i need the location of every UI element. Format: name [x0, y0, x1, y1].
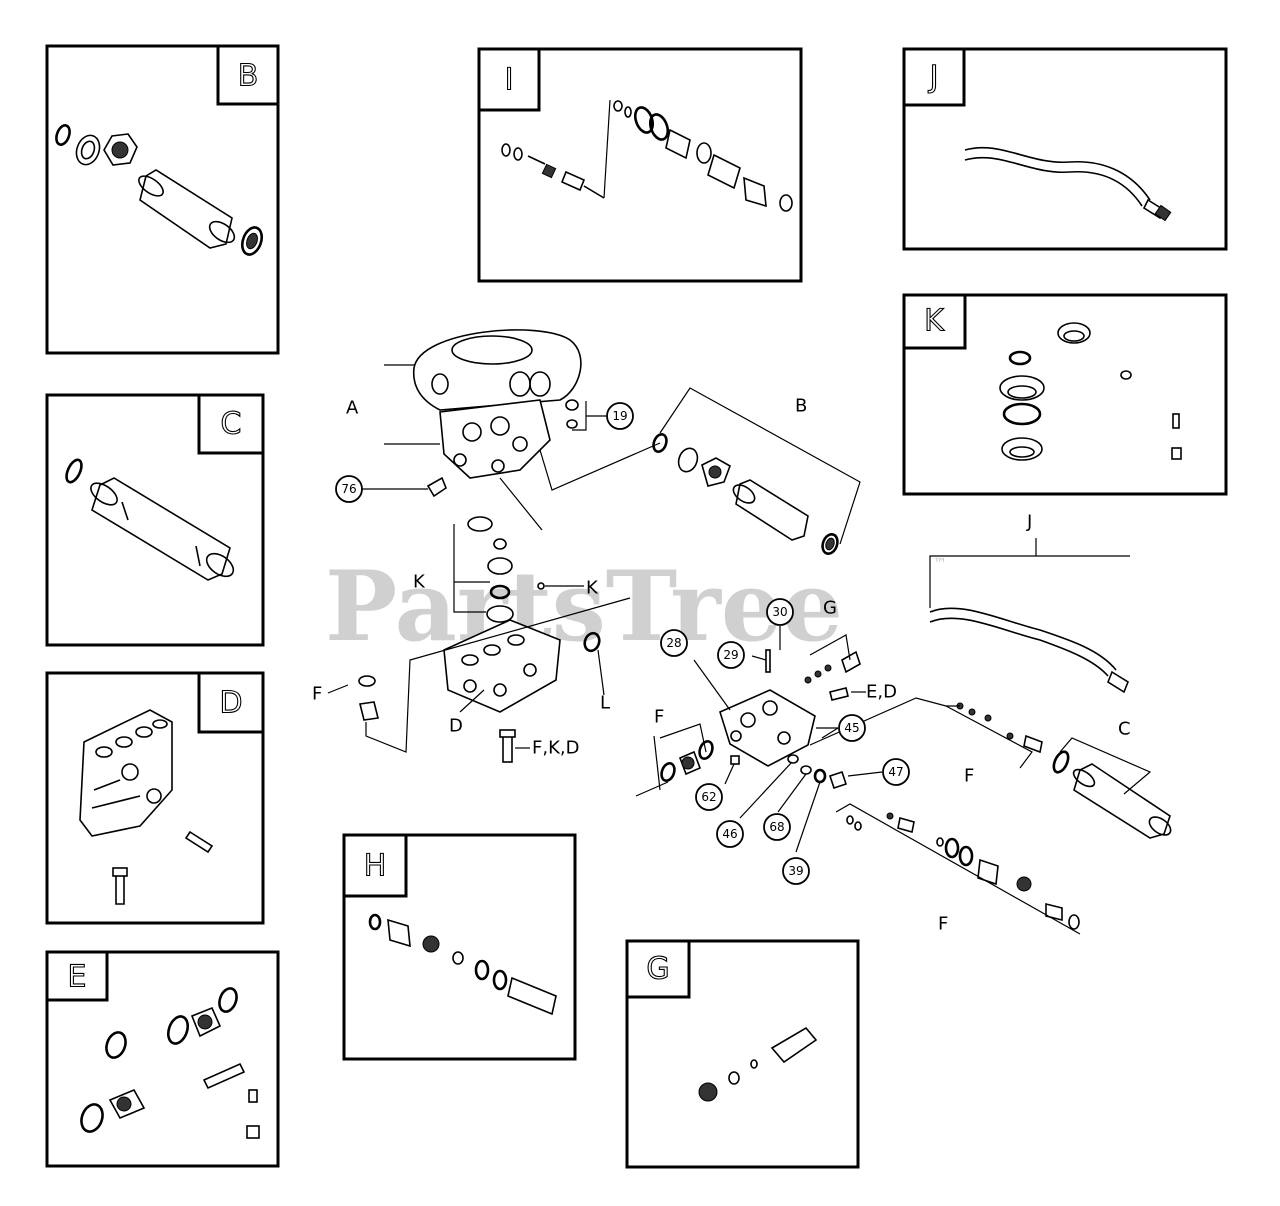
callout-76[interactable]: 76: [335, 475, 363, 503]
label-d: D: [449, 716, 463, 737]
callout-19-text: 19: [612, 409, 627, 423]
manifold-assembly: [660, 607, 1172, 930]
callout-68[interactable]: 68: [763, 813, 791, 841]
label-f-lower: F: [938, 914, 948, 935]
detail-panel-h[interactable]: H: [342, 833, 577, 1061]
panel-h-tab-letter: H: [364, 849, 387, 884]
label-f-manifold: F: [654, 707, 664, 728]
label-k-left: K: [413, 572, 426, 593]
callout-47-text: 47: [888, 765, 903, 779]
detail-panel-j[interactable]: J: [902, 47, 1228, 251]
callout-45-text: 45: [844, 721, 859, 735]
panel-d-manifold: [79, 709, 214, 905]
detail-panel-i[interactable]: I: [477, 47, 803, 283]
panel-b-tab-letter: B: [238, 59, 259, 94]
panel-e-tab-letter: E: [68, 960, 87, 995]
panel-i-tab-letter: I: [505, 63, 514, 98]
label-j: J: [1026, 512, 1032, 533]
panel-k-tab-letter: K: [924, 304, 945, 339]
label-f-upper: F: [964, 766, 974, 787]
callouts: 19 76 30 29 28 45 47 62: [335, 402, 910, 885]
callout-76-text: 76: [341, 482, 356, 496]
panel-i-parts: [501, 99, 793, 212]
callout-39-text: 39: [788, 864, 803, 878]
callout-29-text: 29: [723, 648, 738, 662]
panel-j-hose: [964, 146, 1172, 222]
panel-g-parts: [698, 1026, 818, 1102]
label-b: B: [795, 396, 807, 417]
callout-28-text: 28: [666, 636, 681, 650]
label-f-k-d: F,K,D: [532, 738, 579, 759]
label-l: L: [600, 693, 610, 714]
callout-30[interactable]: 30: [766, 598, 794, 626]
callout-62[interactable]: 62: [695, 783, 723, 811]
callout-45[interactable]: 45: [838, 714, 866, 742]
panel-j-tab-letter: J: [928, 60, 939, 95]
label-k-right: K: [586, 578, 599, 599]
panel-h-parts: [368, 913, 557, 1016]
panel-c-parts: [65, 458, 235, 581]
label-a: A: [346, 398, 359, 419]
panel-d-tab-letter: D: [219, 686, 242, 721]
callout-46-text: 46: [722, 827, 737, 841]
detail-panel-e[interactable]: E: [45, 950, 280, 1168]
label-f-left: F: [312, 684, 322, 705]
callout-30-text: 30: [772, 605, 787, 619]
callout-47[interactable]: 47: [882, 758, 910, 786]
watermark: PartsTree ™: [325, 550, 947, 663]
callout-46[interactable]: 46: [716, 820, 744, 848]
label-c: C: [1118, 719, 1131, 740]
label-g: G: [823, 598, 837, 619]
letter-labels: A B J C G K K E,D F F F F D L F,K,D: [312, 396, 1131, 935]
callout-28[interactable]: 28: [660, 629, 688, 657]
callout-68-text: 68: [769, 820, 784, 834]
callout-62-text: 62: [701, 790, 716, 804]
panel-c-tab-letter: C: [221, 407, 242, 442]
detail-panel-g[interactable]: G: [625, 939, 860, 1169]
panel-b-parts: [55, 124, 264, 256]
pump-assembly: [358, 329, 601, 763]
panel-k-parts: [999, 322, 1182, 461]
callout-29[interactable]: 29: [717, 641, 745, 669]
watermark-trademark: ™: [933, 556, 947, 572]
callout-19[interactable]: 19: [606, 402, 634, 430]
leader-lines: [327, 364, 1152, 935]
detail-panel-b[interactable]: B: [45, 44, 280, 355]
detail-panel-c[interactable]: C: [45, 393, 265, 647]
callout-39[interactable]: 39: [782, 857, 810, 885]
label-e-d: E,D: [866, 682, 897, 703]
panel-g-tab-letter: G: [646, 952, 669, 987]
detail-panel-k[interactable]: K: [902, 293, 1228, 496]
b-assembly-parts: [652, 432, 839, 555]
detail-panel-d[interactable]: D: [45, 671, 265, 925]
panel-e-parts: [80, 987, 260, 1139]
